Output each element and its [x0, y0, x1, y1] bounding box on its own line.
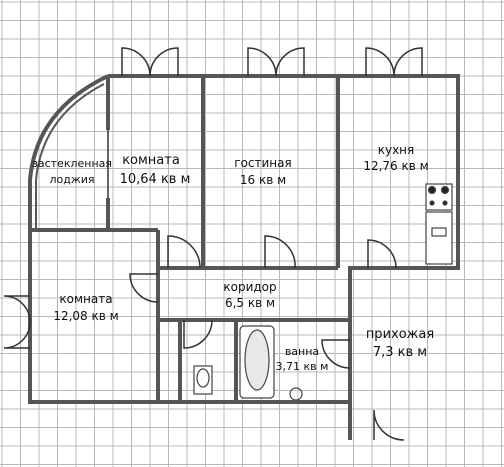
loggia-label-line2: лоджия — [49, 173, 94, 186]
door-wc-swing — [183, 319, 213, 349]
door-entrance-swing — [373, 409, 405, 441]
room2-name: комната — [59, 292, 112, 306]
living-area: 16 кв м — [240, 173, 286, 187]
kitchen-name: кухня — [378, 143, 415, 157]
burner-icon — [442, 200, 448, 206]
windows — [3, 47, 423, 349]
labels: застекленная лоджия комната 10,64 кв м г… — [32, 143, 434, 373]
room1-name: комната — [122, 153, 180, 168]
burner-icon — [427, 185, 437, 195]
sink-icon — [425, 211, 453, 265]
hall-area: 7,3 кв м — [373, 345, 427, 360]
loggia-inner-curve — [35, 83, 105, 228]
washbasin-icon — [289, 387, 303, 401]
door-living2-swing — [264, 235, 296, 269]
loggia-label-line1: застекленная — [32, 157, 112, 170]
door-living-swing — [167, 235, 201, 269]
outer-wall — [28, 74, 460, 404]
bathtub-basin-icon — [244, 329, 270, 391]
fixtures — [193, 183, 453, 401]
loggia-wall — [28, 74, 109, 230]
corridor-area: 6,5 кв м — [225, 296, 275, 310]
sink-bowl-icon — [431, 227, 447, 237]
window-room1 — [121, 47, 179, 77]
bath-name: ванна — [285, 345, 319, 358]
corridor-name: коридор — [223, 280, 276, 294]
hall-name: прихожая — [366, 327, 434, 342]
living-name: гостиная — [234, 156, 291, 170]
walls — [28, 74, 460, 404]
door-room2-swing — [129, 273, 159, 303]
door-bath-swing — [321, 339, 351, 369]
doors — [107, 130, 405, 441]
window-living — [247, 47, 305, 77]
room1-area: 10,64 кв м — [120, 172, 191, 187]
burner-icon — [440, 185, 450, 195]
bath-area: 3,71 кв м — [276, 360, 329, 373]
burner-icon — [429, 200, 435, 206]
toilet-bowl-icon — [196, 368, 210, 388]
kitchen-area: 12,76 кв м — [363, 159, 428, 173]
room2-area: 12,08 кв м — [53, 309, 118, 323]
window-kitchen — [365, 47, 423, 77]
window-room2 — [3, 295, 31, 349]
door-kitchen-swing — [367, 239, 397, 269]
